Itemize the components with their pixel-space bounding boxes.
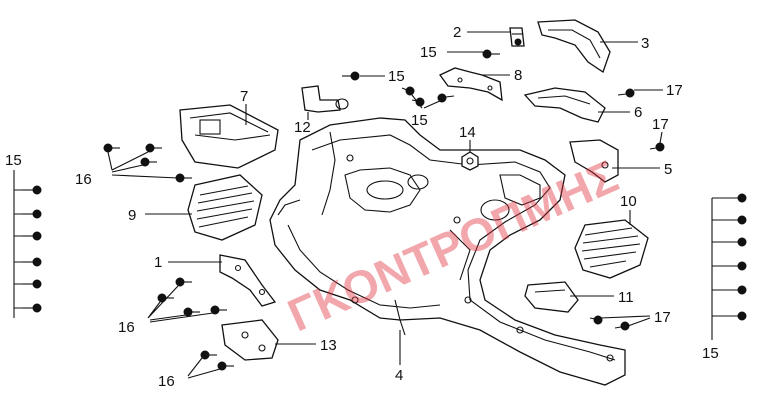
callout-17-a: 17 [666, 82, 683, 99]
screw-17-d [614, 321, 630, 331]
callout-10: 10 [620, 193, 637, 210]
callout-17-c: 17 [654, 309, 671, 326]
screw-left-2 [22, 209, 42, 219]
screw-17-a [617, 88, 635, 98]
screw-17-b [649, 142, 665, 152]
part-1-bracket [219, 254, 277, 307]
callout-9: 9 [128, 207, 136, 224]
screw-15-top [482, 49, 500, 59]
callout-11: 11 [618, 289, 634, 306]
callout-6: 6 [634, 104, 642, 121]
leader-lines [13, 31, 720, 379]
callout-14: 14 [459, 124, 476, 141]
screw-16-mid-4 [210, 305, 227, 315]
part-7-box [179, 104, 279, 169]
callout-16-a: 16 [75, 171, 92, 188]
screw-15-c [437, 93, 455, 103]
screw-16-mid-1 [175, 277, 192, 287]
callout-15-left: 15 [5, 152, 22, 169]
callout-2: 2 [453, 24, 461, 41]
callout-17-b: 17 [652, 116, 669, 133]
part-11-bracket [524, 281, 579, 313]
callout-3: 3 [641, 35, 649, 52]
screw-16-mid-3 [183, 307, 200, 317]
screw-16-bot-1 [200, 350, 217, 360]
callout-12: 12 [294, 119, 311, 136]
callout-5: 5 [664, 161, 672, 178]
screw-15-mid [342, 71, 360, 81]
screw-left-5 [22, 279, 42, 289]
callout-13: 13 [320, 337, 337, 354]
screw-15-a [401, 86, 415, 96]
part-6-cover [523, 87, 606, 123]
screw-right-4 [720, 261, 747, 271]
callout-15-top: 15 [420, 44, 437, 61]
screw-right-6 [720, 311, 747, 321]
screw-left-3 [22, 231, 42, 241]
part-10-grille [574, 219, 649, 279]
part-9-grille [187, 174, 263, 241]
screw-left-4 [22, 257, 42, 267]
screw-right-2 [720, 215, 747, 225]
callout-4: 4 [395, 367, 403, 384]
screw-17-c [589, 315, 603, 325]
screws-group [22, 38, 747, 371]
callout-15-right: 15 [702, 345, 719, 362]
callout-15-mid: 15 [388, 68, 405, 85]
screw-16-bot-2 [217, 361, 234, 371]
screw-16-top-4 [175, 173, 192, 183]
callout-16-b: 16 [118, 319, 135, 336]
screw-16-top-2 [145, 143, 162, 153]
screw-right-1 [720, 193, 747, 203]
callout-labels: 15 15 2 3 15 8 15 7 17 6 12 15 14 17 5 1… [5, 24, 719, 390]
part-8-bracket [439, 67, 503, 102]
screw-16-top-3 [140, 157, 157, 167]
front-body-panel [269, 117, 626, 386]
callout-8: 8 [514, 67, 522, 84]
screw-left-6 [22, 303, 42, 313]
callout-16-c: 16 [158, 373, 175, 390]
callout-7: 7 [240, 88, 248, 105]
screw-top-2 [514, 38, 522, 46]
part-13-plate [221, 319, 279, 361]
screw-right-5 [720, 285, 747, 295]
part-12-clip [301, 85, 349, 113]
part-3-cover [537, 19, 611, 74]
callout-1: 1 [154, 254, 162, 271]
callout-15-near-8: 15 [411, 112, 428, 129]
screw-16-top-1 [103, 143, 120, 153]
part-5-cover [569, 139, 619, 183]
screw-left-1 [22, 185, 42, 195]
screw-right-3 [720, 237, 747, 247]
